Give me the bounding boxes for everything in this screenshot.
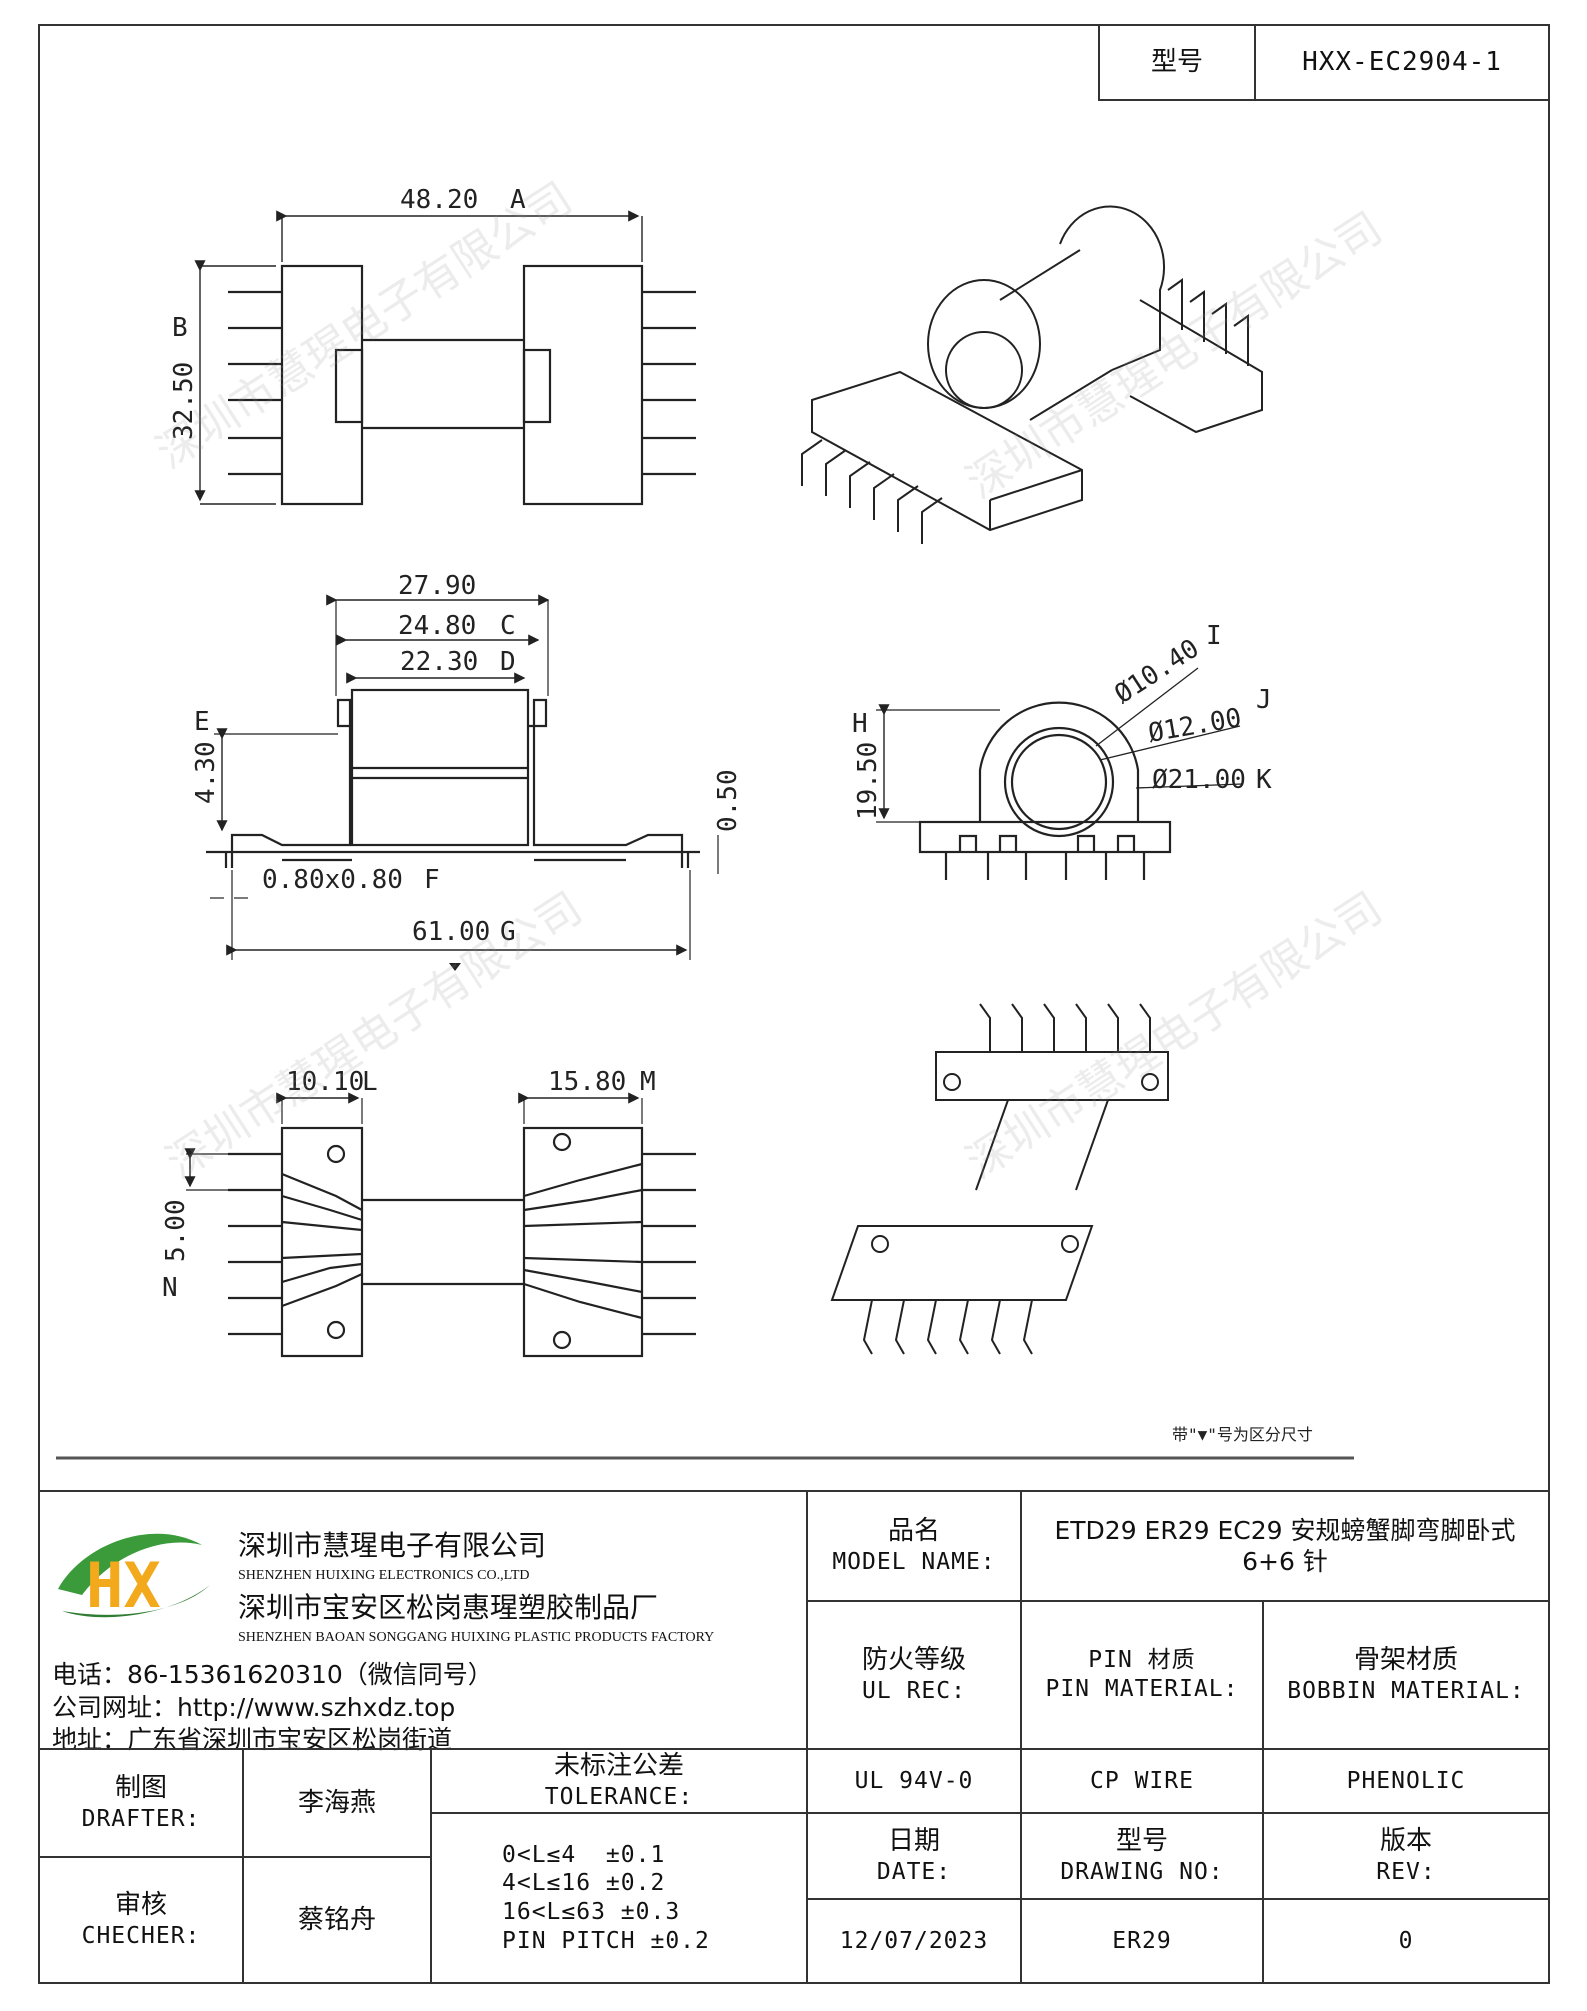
company-name-en: SHENZHEN HUIXING ELECTRONICS CO.,LTD bbox=[238, 1568, 530, 1583]
checker-label: 审核 CHECHER: bbox=[38, 1856, 244, 1984]
top-view bbox=[194, 210, 696, 506]
dim-k-value: Ø21.00 bbox=[1152, 765, 1246, 795]
title-block bbox=[38, 1490, 1550, 1986]
dim-g-value: 61.00 bbox=[412, 917, 490, 947]
company-phone: 电话：86-15361620310（微信同号） bbox=[52, 1660, 493, 1689]
dim-m-value: 15.80 bbox=[548, 1067, 626, 1097]
dim-j-value: Ø12.00 bbox=[1146, 703, 1244, 749]
checker-value: 蔡铭舟 bbox=[242, 1856, 432, 1984]
tolerance-label: 未标注公差 TOLERANCE: bbox=[430, 1748, 808, 1814]
dim-c-letter: C bbox=[500, 611, 516, 641]
dim-050-value: 0.50 bbox=[713, 769, 743, 832]
dim-l-letter: L bbox=[362, 1067, 378, 1097]
ul-rec-label: 防火等级 UL REC: bbox=[806, 1600, 1022, 1750]
dim-b-value: 32.50 bbox=[169, 362, 199, 440]
dim-k-letter: K bbox=[1256, 765, 1272, 795]
model-name-value: ETD29 ER29 EC29 安规螃蟹脚弯脚卧式 6+6 针 bbox=[1020, 1490, 1550, 1602]
tolerance-row: 16<L≤63 ±0.3 bbox=[502, 1899, 681, 1925]
dim-n-letter: N bbox=[162, 1273, 178, 1303]
factory-name-cn: 深圳市宝安区松岗惠瑆塑胶制品厂 bbox=[238, 1591, 659, 1624]
date-value: 12/07/2023 bbox=[806, 1898, 1022, 1984]
dim-2790-value: 27.90 bbox=[398, 571, 476, 601]
factory-name-en: SHENZHEN BAOAN SONGGANG HUIXING PLASTIC … bbox=[238, 1630, 715, 1645]
dim-a-letter: A bbox=[510, 185, 526, 215]
isometric-bottom bbox=[830, 1003, 1169, 1355]
tolerance-table: 0<L≤4 ±0.1 4<L≤16 ±0.2 16<L≤63 ±0.3 PIN … bbox=[430, 1812, 808, 1984]
pin-material-label: PIN 材质 PIN MATERIAL: bbox=[1020, 1600, 1264, 1750]
ul-rec-value: UL 94V-0 bbox=[806, 1748, 1022, 1814]
dim-f-letter: F bbox=[424, 865, 440, 895]
side-view bbox=[206, 594, 719, 971]
company-name-cn: 深圳市慧瑆电子有限公司 bbox=[238, 1529, 547, 1562]
bobbin-material-label: 骨架材质 BOBBIN MATERIAL: bbox=[1262, 1600, 1550, 1750]
dim-c-value: 24.80 bbox=[398, 611, 476, 641]
company-logo: HX bbox=[52, 1515, 220, 1627]
dim-a-value: 48.20 bbox=[400, 185, 478, 215]
dim-e-value: 4.30 bbox=[191, 741, 221, 804]
drafter-value: 李海燕 bbox=[242, 1748, 432, 1858]
bottom-view bbox=[184, 1092, 696, 1358]
date-label: 日期 DATE: bbox=[806, 1812, 1022, 1900]
drawing-no-value: ER29 bbox=[1020, 1898, 1264, 1984]
dim-b-letter: B bbox=[172, 313, 188, 343]
isometric-top bbox=[801, 205, 1263, 544]
technical-drawing: 48.20 A 32.50 B 27.90 24.80 C 22.30 D 4.… bbox=[56, 185, 1354, 1460]
dim-e-letter: E bbox=[194, 707, 210, 737]
pin-material-value: CP WIRE bbox=[1020, 1748, 1264, 1814]
tolerance-row: 0<L≤4 ±0.1 bbox=[502, 1841, 666, 1868]
drafter-label: 制图 DRAFTER: bbox=[38, 1748, 244, 1858]
model-name-label: 品名 MODEL NAME: bbox=[806, 1490, 1022, 1602]
dim-l-value: 10.10 bbox=[286, 1067, 364, 1097]
company-website[interactable]: 公司网址：http://www.szhxdz.top bbox=[52, 1693, 456, 1722]
logo-text: HX bbox=[86, 1549, 161, 1622]
model-header-value: HXX-EC2904-1 bbox=[1254, 24, 1550, 101]
rev-label: 版本 REV: bbox=[1262, 1812, 1550, 1900]
dim-n-value: 5.00 bbox=[161, 1199, 191, 1262]
dim-f-value: 0.80x0.80 bbox=[262, 865, 403, 895]
dim-h-value: 19.50 bbox=[853, 742, 883, 820]
size-note: 带"▼"号为区分尺寸 bbox=[1172, 1425, 1313, 1444]
dim-h-letter: H bbox=[852, 709, 868, 739]
tolerance-row: PIN PITCH ±0.2 bbox=[502, 1927, 710, 1954]
dim-i-letter: I bbox=[1206, 621, 1222, 651]
dim-j-letter: J bbox=[1256, 685, 1272, 715]
rev-value: 0 bbox=[1262, 1898, 1550, 1984]
bobbin-material-value: PHENOLIC bbox=[1262, 1748, 1550, 1814]
drawing-no-label: 型号 DRAWING NO: bbox=[1020, 1812, 1264, 1900]
front-view bbox=[876, 667, 1243, 880]
dim-m-letter: M bbox=[640, 1067, 656, 1097]
dim-i-value: Ø10.40 bbox=[1109, 634, 1204, 710]
dim-g-letter: G bbox=[500, 917, 516, 947]
dim-d-letter: D bbox=[500, 647, 516, 677]
tolerance-row: 4<L≤16 ±0.2 bbox=[502, 1870, 666, 1897]
dim-d-value: 22.30 bbox=[400, 647, 478, 677]
